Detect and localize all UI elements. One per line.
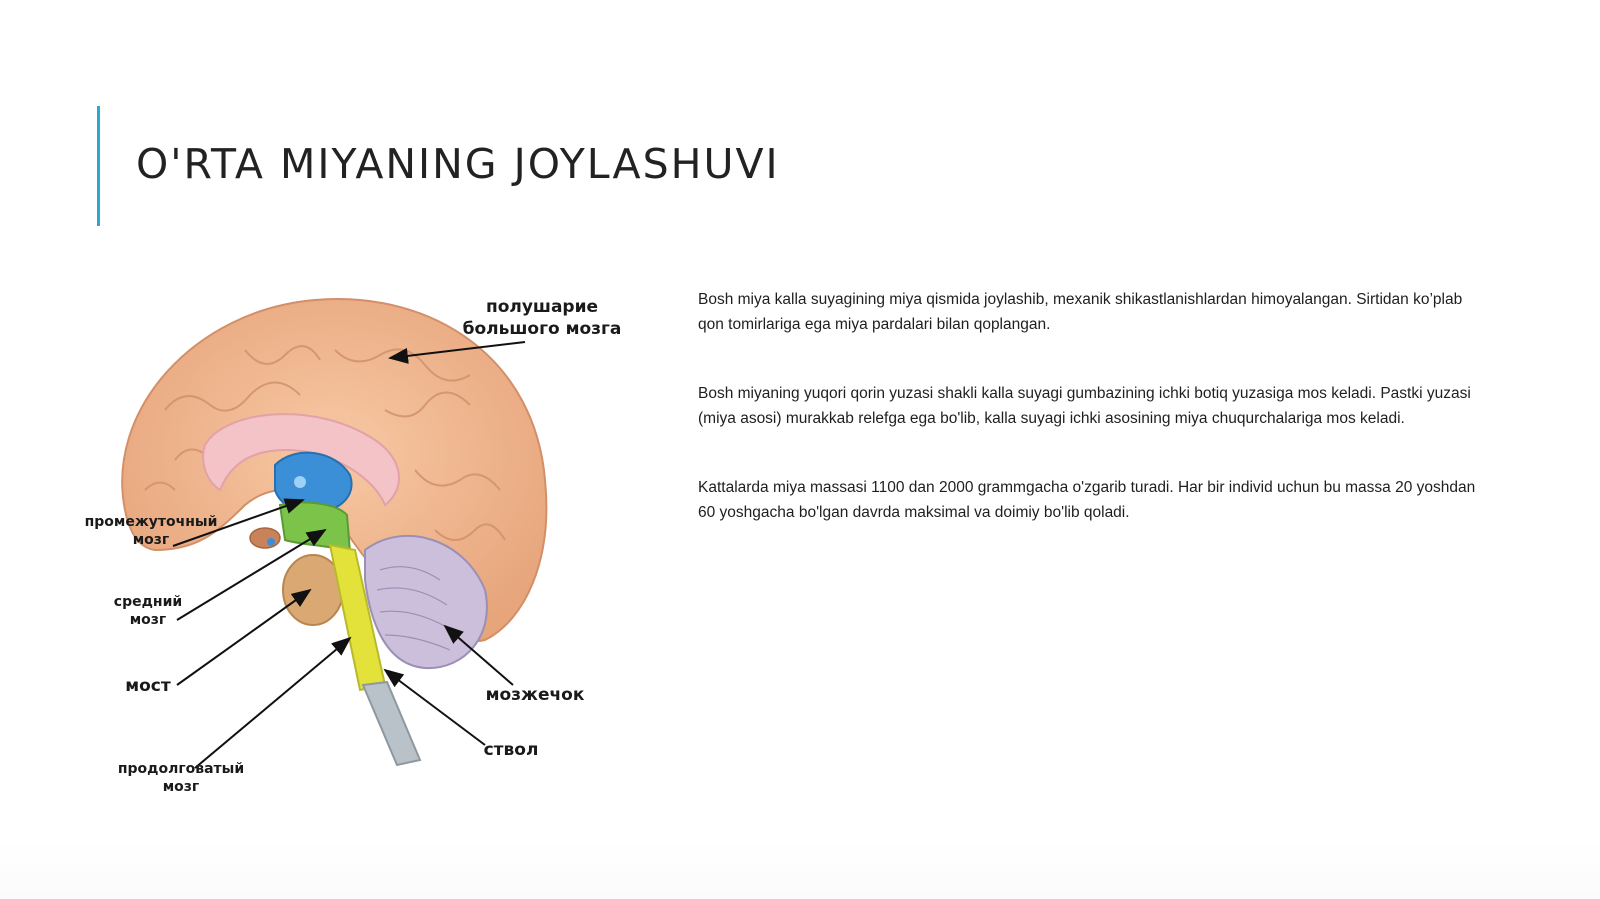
title-accent-bar [97, 106, 100, 226]
slide-title: O'RTA MIYANING JOYLASHUVI [136, 140, 780, 188]
label-diencephalon-2: мозг [133, 532, 170, 548]
paragraph-1: Bosh miya kalla suyagining miya qismida … [698, 291, 1463, 333]
slide-bottom-fade [0, 839, 1600, 899]
label-medulla-2: мозг [163, 779, 200, 795]
label-midbrain-2: мозг [130, 612, 167, 628]
label-hemisphere-1: полушарие [486, 297, 598, 317]
paragraph-2: Bosh miyaning yuqori qorin yuzasi shakli… [698, 385, 1471, 427]
slide-body: Bosh miya kalla suyagining miya qismida … [698, 287, 1478, 569]
midbrain-shape [278, 501, 352, 554]
brain-illustration: полушарие большого мозга промежуточный м… [85, 297, 622, 795]
spinal-cord-shape [361, 680, 422, 767]
label-midbrain-1: средний [114, 594, 182, 610]
label-cerebellum: мозжечок [486, 685, 585, 705]
paragraph-3: Kattalarda miya massasi 1100 dan 2000 gr… [698, 479, 1476, 521]
brain-diagram: полушарие большого мозга промежуточный м… [85, 290, 655, 830]
label-stem: ствол [484, 740, 539, 760]
label-pons: мост [125, 676, 171, 696]
label-hemisphere-2: большого мозга [463, 319, 622, 339]
label-medulla-1: продолговатый [118, 761, 244, 777]
corpus-callosum-shape [202, 413, 400, 507]
label-diencephalon-1: промежуточный [85, 514, 217, 530]
